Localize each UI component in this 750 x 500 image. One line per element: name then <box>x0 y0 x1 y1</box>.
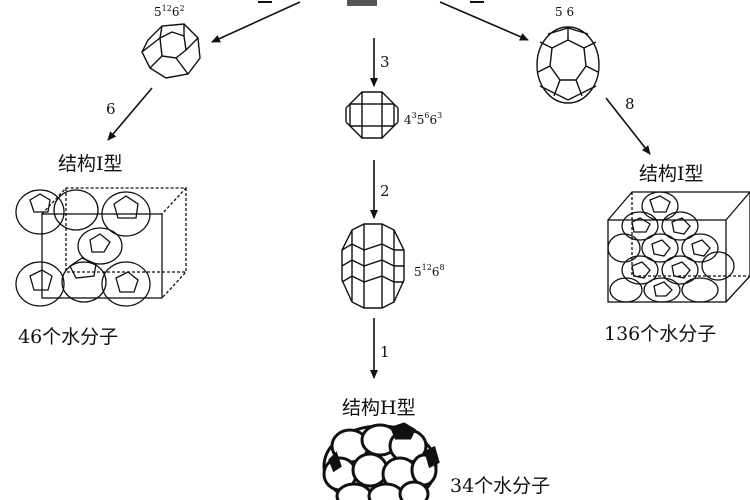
arrow-2-label: 2 <box>380 182 390 200</box>
source-cage-fragment <box>347 0 377 6</box>
structure-ii-label: 结构I型 <box>639 163 704 185</box>
arrow-6-label: 6 <box>106 100 116 118</box>
structure-i-unit-cell <box>15 187 188 307</box>
arrow-left-top <box>211 1 301 43</box>
structure-h-cluster <box>322 422 440 500</box>
cage-512-68 <box>341 223 405 309</box>
structure-h-label: 结构H型 <box>342 397 416 419</box>
structure-i-count: 46个水分子 <box>18 326 118 348</box>
structure-i-label: 结构I型 <box>58 153 123 175</box>
arrow-1-label: 1 <box>380 343 390 361</box>
cage-512-64 <box>536 26 600 104</box>
cage-formula-top-right: 5 6 <box>555 5 574 19</box>
cage-formula-center-1: 435663 <box>404 111 442 127</box>
structure-ii-unit-cell <box>607 191 750 303</box>
cage-formula-center-2: 51268 <box>414 263 445 279</box>
arrow-6 <box>107 87 153 141</box>
structure-h-count: 34个水分子 <box>450 475 550 497</box>
arrow-3-label: 3 <box>380 53 390 71</box>
structure-ii-count: 136个水分子 <box>604 323 716 345</box>
arrow-right-top <box>439 1 529 41</box>
cage-512-62 <box>141 23 201 79</box>
cage-435663 <box>345 91 399 139</box>
arrow-8 <box>605 97 651 155</box>
arrow-8-label: 8 <box>625 95 635 113</box>
cage-formula-top-left: 51262 <box>154 4 185 19</box>
